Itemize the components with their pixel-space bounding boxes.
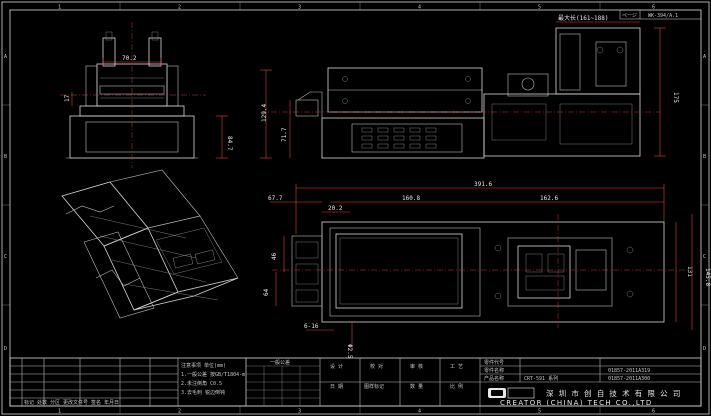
dim-front-width: 70.2 <box>122 55 137 62</box>
product-label: 产品名称 <box>484 375 504 382</box>
dim-front-height: 84.7 <box>226 136 233 151</box>
note-line-2: 1.一般公差 按GB/T1804-m <box>181 371 245 378</box>
column-label-1: 1 <box>58 5 61 11</box>
column-label-5-bottom: 5 <box>538 409 541 415</box>
column-label-6: 6 <box>652 5 655 11</box>
dim-plan-width-b: 145.8 <box>704 268 711 286</box>
sign-mark: 图样标记 <box>364 383 384 390</box>
revision-label: ページ <box>622 13 637 19</box>
side-view: 129.4 71.7 175 最大长(161~188) <box>260 14 679 159</box>
row-label-d: D <box>4 346 7 352</box>
row-label-c-right: C <box>703 254 706 260</box>
revision-box: ページ WK-394/A.1 <box>619 9 702 20</box>
drawing-no-1: 01857-2011A319 <box>608 368 650 374</box>
row-label-b: B <box>4 154 7 160</box>
dim-plan-height-a: 46 <box>271 252 278 260</box>
dim-plan-small: 20.2 <box>328 205 343 212</box>
column-label-3-bottom: 3 <box>298 409 301 415</box>
sign-quantity: 数 量 <box>410 383 423 390</box>
column-label-5: 5 <box>538 5 541 11</box>
part-name-label: 零件名称 <box>484 367 504 374</box>
column-label-3: 3 <box>298 5 301 11</box>
dim-plan-bottom-b: Φ2.5 <box>346 344 353 359</box>
row-label-a-right: A <box>703 54 706 60</box>
dim-plan-total: 391.6 <box>474 181 492 188</box>
dim-plan-span-b: 162.6 <box>540 195 558 202</box>
tolerance-table-header: 一般公差 <box>270 359 290 366</box>
dim-side-total: 129.4 <box>261 104 268 122</box>
dim-plan-left: 67.7 <box>268 195 283 202</box>
row-label-a: A <box>4 54 7 60</box>
sign-review: 审 核 <box>410 363 423 370</box>
note-line-3: 2.未注倒角 C0.5 <box>181 380 222 387</box>
isometric-view <box>61 169 239 319</box>
dim-plan-bottom-a: 6-16 <box>304 323 319 330</box>
sign-scale: 比 例 <box>450 383 463 390</box>
plan-view: 391.6 67.7 20.2 160.8 162.6 46 64 131 14… <box>263 181 711 359</box>
front-view: 70.2 17 84.7 <box>60 22 233 168</box>
company-name-cn: 深 圳 市 创 自 技 术 有 限 公 司 <box>546 388 682 398</box>
product-value: CRT-591 系列 <box>524 375 558 382</box>
dim-right-height: 175 <box>672 92 679 103</box>
sign-check: 校 对 <box>370 363 383 370</box>
column-label-1-bottom: 1 <box>58 409 61 415</box>
note-line-1: 注意事项 单位(mm) <box>181 362 226 369</box>
column-label-2-bottom: 2 <box>178 409 181 415</box>
sign-process: 工 艺 <box>450 364 463 370</box>
dim-plan-height-b: 64 <box>263 288 270 296</box>
row-label-c: C <box>4 254 7 260</box>
revision-value: WK-394/A.1 <box>648 13 678 19</box>
row-label-b-right: B <box>703 154 706 160</box>
company-logo <box>488 387 535 399</box>
vent-slots <box>361 127 437 149</box>
dim-front-left: 17 <box>64 94 71 102</box>
column-label-4-bottom: 4 <box>418 409 421 415</box>
column-label-6-bottom: 6 <box>652 409 655 415</box>
dim-plan-width-a: 131 <box>686 266 693 277</box>
dim-side-mid: 71.7 <box>281 127 288 142</box>
dim-plan-span-a: 160.8 <box>402 195 420 202</box>
column-label-2: 2 <box>178 5 181 11</box>
part-no-label: 零件代号 <box>484 359 504 366</box>
sign-date: 日 期 <box>330 384 343 390</box>
company-name-en: CREATOR (CHINA) TECH CO.,LTD <box>500 399 653 407</box>
revision-footer: 标记 处数 分区 更改文件号 签名 年月日 <box>24 399 119 406</box>
drawing-no-2: 01857-2011A300 <box>608 376 650 382</box>
title-block: 标记 处数 分区 更改文件号 签名 年月日 注意事项 单位(mm) 1.一般公差… <box>9 357 702 407</box>
sign-design: 设 计 <box>330 363 343 370</box>
top-note: 最大长(161~188) <box>558 14 609 22</box>
row-label-d-right: D <box>703 346 706 352</box>
note-line-4: 3.去毛刺 锐边倒钝 <box>181 389 225 396</box>
column-label-4: 4 <box>418 5 421 11</box>
